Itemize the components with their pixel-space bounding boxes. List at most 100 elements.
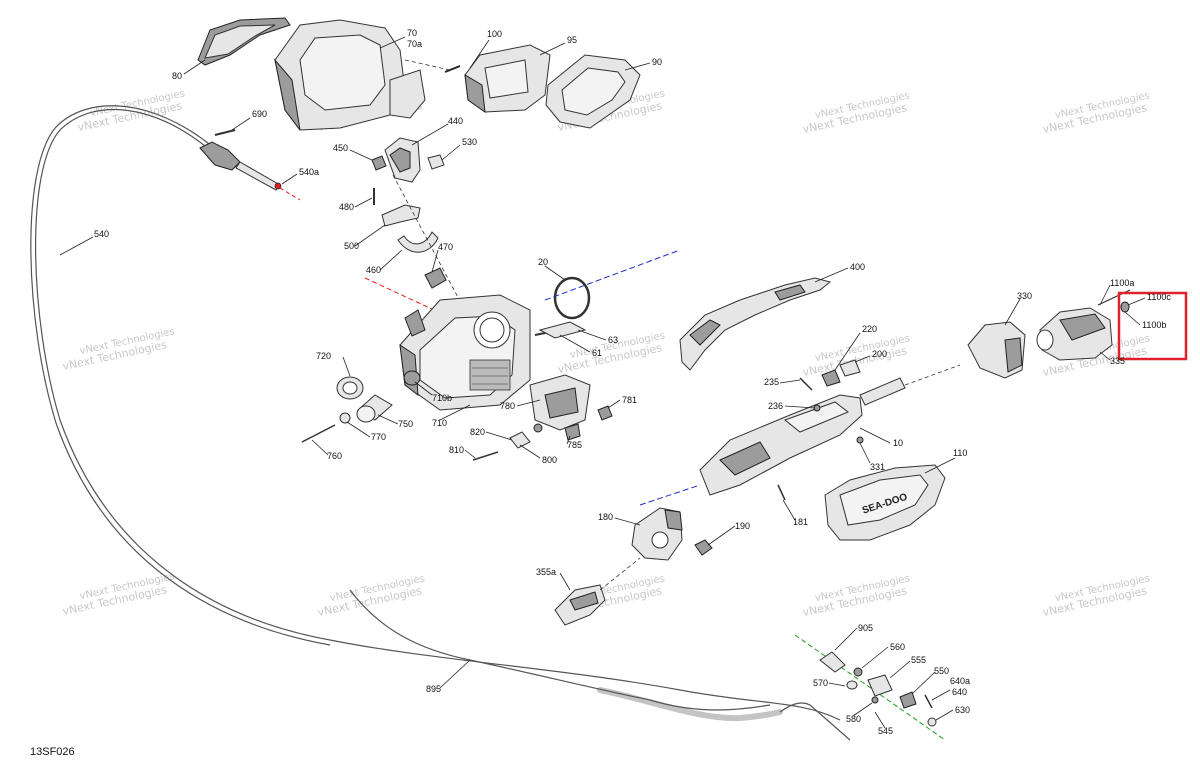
part-331-screw	[856, 436, 864, 444]
part-580-nut	[871, 696, 879, 704]
part-400-handlebar-trim	[679, 277, 832, 371]
leader-lines	[59, 36, 1146, 729]
watermark: vNext Technologies vNext Technologies	[1041, 573, 1150, 619]
label-720: 720	[316, 351, 331, 361]
label-80: 80	[172, 71, 182, 81]
label-440: 440	[448, 116, 463, 126]
label-690: 690	[252, 109, 267, 119]
watermark: vNext Technologies vNext Technologies	[801, 90, 910, 136]
label-236: 236	[768, 401, 783, 411]
label-70: 70	[407, 28, 417, 38]
part-235-screw	[799, 377, 813, 391]
label-760: 760	[327, 451, 342, 461]
part-781-clip	[597, 405, 613, 421]
label-450: 450	[333, 143, 348, 153]
cable-540	[30, 105, 841, 721]
label-1100a: 1100a	[1110, 278, 1134, 288]
part-785-clip	[564, 423, 581, 441]
label-800: 800	[542, 455, 557, 465]
watermark: vNext Technologies vNext Technologies	[1041, 90, 1150, 136]
label-545: 545	[878, 726, 893, 736]
part-90-display-plate	[545, 54, 641, 129]
label-110: 110	[953, 448, 967, 458]
part-770-washer	[339, 412, 351, 424]
label-220: 220	[862, 324, 877, 334]
label-460: 460	[366, 265, 381, 275]
watermark: vNext Technologies vNext Technologies	[801, 573, 910, 619]
label-180: 180	[598, 512, 613, 522]
part-1100-grip	[1036, 307, 1113, 361]
highlight-box	[1117, 291, 1188, 361]
label-181: 181	[793, 517, 808, 527]
part-355a-grip	[554, 584, 606, 626]
part-440-bracket	[384, 137, 421, 183]
label-200: 200	[872, 349, 887, 359]
label-480: 480	[339, 202, 354, 212]
part-70-console-housing	[274, 19, 426, 131]
part-80-trim	[197, 17, 291, 66]
part-1100c-cap	[1120, 301, 1130, 313]
part-20-ring	[553, 276, 591, 320]
label-770: 770	[371, 432, 386, 442]
part-180-housing	[631, 507, 683, 561]
label-530: 530	[462, 137, 477, 147]
label-331: 331	[870, 462, 885, 472]
watermark: vNext Technologies vNext Technologies	[61, 571, 175, 618]
label-640a: 640a	[950, 676, 970, 686]
part-710b-bushing	[403, 370, 421, 386]
label-61: 61	[592, 348, 602, 358]
label-580: 580	[846, 714, 861, 724]
label-550: 550	[934, 666, 949, 676]
part-labels: 80 70 70a 100 95 90 690 540a 540 440 450…	[94, 28, 1171, 736]
part-810-screw	[472, 451, 499, 461]
part-10-handlebar	[639, 364, 961, 506]
cable-895	[349, 589, 851, 741]
part-760-bolt	[301, 424, 336, 443]
part-330-end-cap	[967, 321, 1026, 379]
part-190-nut	[694, 539, 713, 556]
part-690-connector	[199, 129, 301, 201]
label-1100b: 1100b	[1142, 320, 1166, 330]
label-560: 560	[890, 642, 905, 652]
label-710: 710	[432, 418, 447, 428]
part-780-bracket	[529, 374, 591, 431]
drawing-code: 13SF026	[30, 746, 75, 758]
part-100-screw	[404, 59, 461, 73]
part-110-brand-cover: SEA-DOO	[824, 464, 946, 541]
label-90: 90	[652, 57, 662, 67]
watermark: vNext Technologies vNext Technologies	[316, 573, 425, 619]
part-470-spring	[424, 267, 447, 289]
part-630-end	[927, 717, 937, 727]
part-710-steering-housing	[399, 294, 531, 411]
part-450-clip	[371, 155, 387, 171]
part-560-nut	[853, 667, 863, 677]
label-70a: 70a	[407, 39, 422, 49]
label-400: 400	[850, 262, 865, 272]
label-20: 20	[538, 257, 548, 267]
part-500-clamp	[381, 204, 421, 227]
label-780: 780	[500, 401, 515, 411]
label-1100c: 1100c	[1147, 292, 1171, 302]
part-181-screw	[777, 484, 786, 501]
label-355a: 355a	[536, 567, 556, 577]
part-905-boot	[819, 651, 846, 673]
part-530-clip	[427, 154, 445, 170]
label-750: 750	[398, 419, 413, 429]
label-95: 95	[567, 35, 577, 45]
label-555: 555	[911, 655, 926, 665]
part-640-screw	[924, 694, 933, 709]
label-810: 810	[449, 445, 464, 455]
label-895: 895	[426, 684, 441, 694]
part-720-bushing	[336, 376, 364, 400]
part-460-clamp	[397, 231, 439, 253]
label-10: 10	[893, 438, 903, 448]
part-555-body	[867, 674, 893, 697]
label-640: 640	[952, 687, 967, 697]
label-335: 335	[1110, 356, 1125, 366]
label-781: 781	[622, 395, 637, 405]
label-500: 500	[344, 241, 359, 251]
part-570-fitting	[846, 680, 858, 690]
part-63-plate	[538, 321, 587, 339]
label-630: 630	[955, 705, 970, 715]
